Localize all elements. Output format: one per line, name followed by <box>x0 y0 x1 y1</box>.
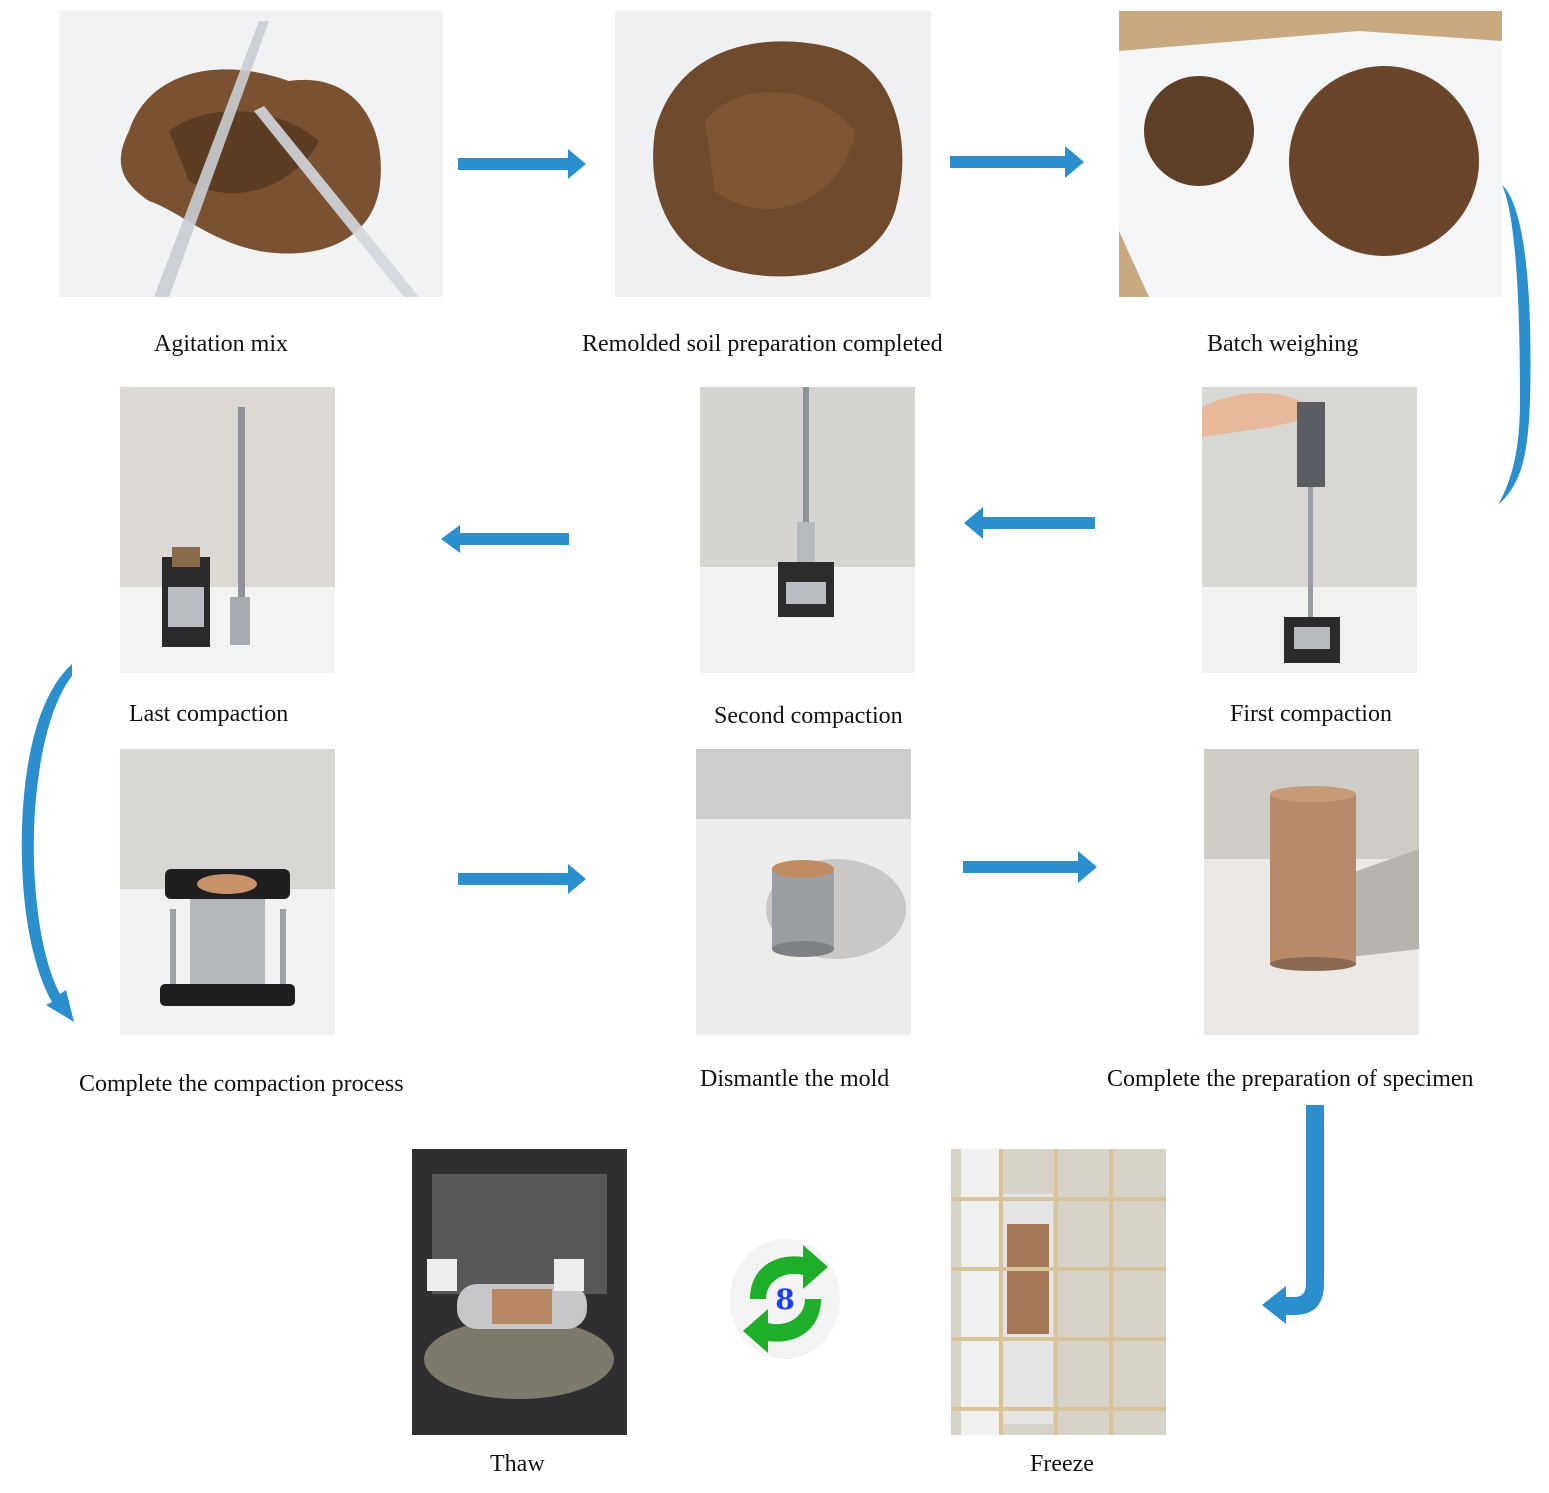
cycle-count: 8 <box>775 1283 794 1316</box>
photo-remolded-soil <box>615 11 931 297</box>
bent-arrow-down-left <box>1260 1105 1332 1325</box>
cycle-icon: 8 <box>728 1237 843 1362</box>
caption-thaw: Thaw <box>490 1451 545 1477</box>
caption-second-compaction: Second compaction <box>714 703 903 729</box>
photo-dismantle-mold <box>696 749 911 1035</box>
photo-complete-specimen <box>1204 749 1419 1035</box>
curved-arrow-right <box>1490 180 1540 510</box>
caption-last-compaction: Last compaction <box>129 701 289 727</box>
photo-thaw <box>412 1149 627 1435</box>
photo-first-compaction <box>1202 387 1417 673</box>
photo-second-compaction <box>700 387 915 673</box>
caption-dismantle-mold: Dismantle the mold <box>700 1066 890 1092</box>
caption-complete-compaction: Complete the compaction process <box>79 1071 404 1097</box>
curved-arrow-left <box>10 662 76 1024</box>
photo-batch-weighing <box>1119 11 1502 297</box>
arrow-right-1 <box>458 148 588 180</box>
caption-agitation-mix: Agitation mix <box>154 331 288 357</box>
photo-freeze <box>951 1149 1166 1435</box>
caption-first-compaction: First compaction <box>1230 701 1392 727</box>
caption-complete-specimen: Complete the preparation of specimen <box>1107 1066 1474 1092</box>
arrow-left-2 <box>963 506 1096 540</box>
arrow-right-3 <box>458 863 588 895</box>
photo-last-compaction <box>120 387 335 673</box>
photo-agitation-mix <box>59 11 443 297</box>
photo-complete-compaction <box>120 749 335 1035</box>
caption-remolded-soil: Remolded soil preparation completed <box>582 331 943 357</box>
caption-freeze: Freeze <box>1030 1451 1094 1477</box>
arrow-left-1 <box>440 524 570 554</box>
arrow-right-2 <box>950 145 1085 179</box>
caption-batch-weighing: Batch weighing <box>1207 331 1359 357</box>
arrow-right-4 <box>963 850 1098 884</box>
